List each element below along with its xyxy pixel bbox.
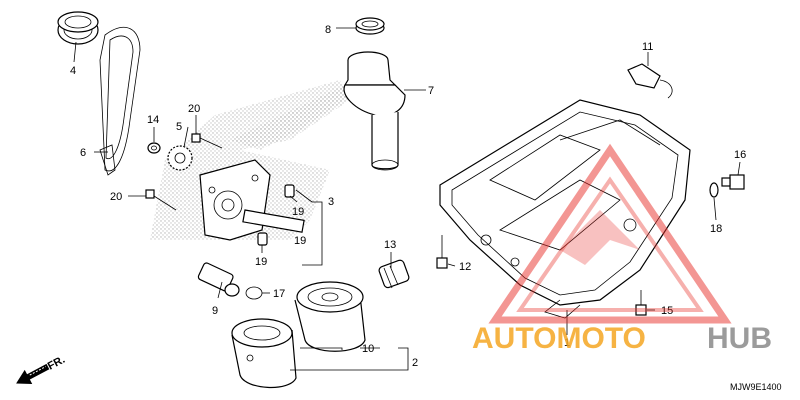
part-19-pins — [257, 184, 295, 246]
stipple-region-strainer — [230, 85, 352, 150]
callout-20a: 20 — [188, 103, 200, 115]
callout-11: 11 — [642, 41, 653, 53]
callout-19c: 19 — [255, 256, 267, 268]
part-4-sprocket-ring — [57, 11, 99, 45]
part-5-sprocket — [167, 145, 193, 171]
callout-3: 3 — [328, 196, 334, 208]
callout-4: 4 — [70, 65, 76, 77]
callout-18: 18 — [710, 223, 722, 235]
front-direction-indicator: FR. — [16, 354, 67, 384]
callout-5: 5 — [176, 121, 182, 133]
part-15-bolt — [635, 290, 647, 316]
part-6-chain — [99, 26, 141, 176]
callout-16: 16 — [734, 149, 746, 161]
part-18-washer — [709, 182, 719, 198]
part-11-bracket — [627, 63, 673, 99]
part-14-washer — [147, 142, 161, 154]
part-20-bolt-lower — [145, 189, 177, 211]
callout-6: 6 — [80, 147, 86, 159]
callout-10: 10 — [362, 343, 374, 355]
watermark-text-automoto: AUTOMOTO — [472, 322, 646, 355]
callout-14: 14 — [147, 114, 159, 126]
callout-17: 17 — [273, 288, 285, 300]
part-3-oil-pump — [199, 159, 305, 241]
part-8-seal — [355, 17, 385, 35]
arrow-icon — [16, 363, 50, 384]
callout-15: 15 — [661, 305, 673, 317]
part-1-oil-pan — [439, 99, 691, 319]
watermark-triangle-icon — [488, 143, 732, 324]
front-label: FR. — [46, 354, 67, 373]
part-12-bolt — [436, 235, 448, 269]
part-7-strainer — [343, 51, 406, 171]
part-17-o-ring — [245, 286, 263, 300]
callout-8: 8 — [325, 24, 331, 36]
callout-7: 7 — [428, 85, 434, 97]
watermark-text-hub: HUB — [707, 322, 772, 355]
callout-19a: 19 — [292, 206, 304, 218]
callout-1: 1 — [564, 337, 570, 349]
callout-labels: 4 6 14 5 20 20 3 19 19 19 9 17 8 7 13 10… — [70, 24, 746, 369]
callout-2: 2 — [412, 357, 418, 369]
callout-12: 12 — [459, 261, 471, 273]
part-2-oil-filter — [231, 318, 297, 389]
part-10-oil-filter — [294, 281, 366, 352]
part-16-drain-bolt — [721, 174, 745, 190]
callout-19b: 19 — [294, 235, 306, 247]
leader-lines — [73, 27, 741, 371]
part-13-nipple — [378, 259, 410, 289]
callout-20b: 20 — [110, 191, 122, 203]
drawing-code: MJW9E1400 — [730, 382, 782, 392]
part-9-relief-valve — [197, 262, 240, 297]
callout-13: 13 — [384, 239, 396, 251]
callout-9: 9 — [212, 305, 218, 317]
watermark: AUTOMOTO HUB — [472, 143, 772, 355]
